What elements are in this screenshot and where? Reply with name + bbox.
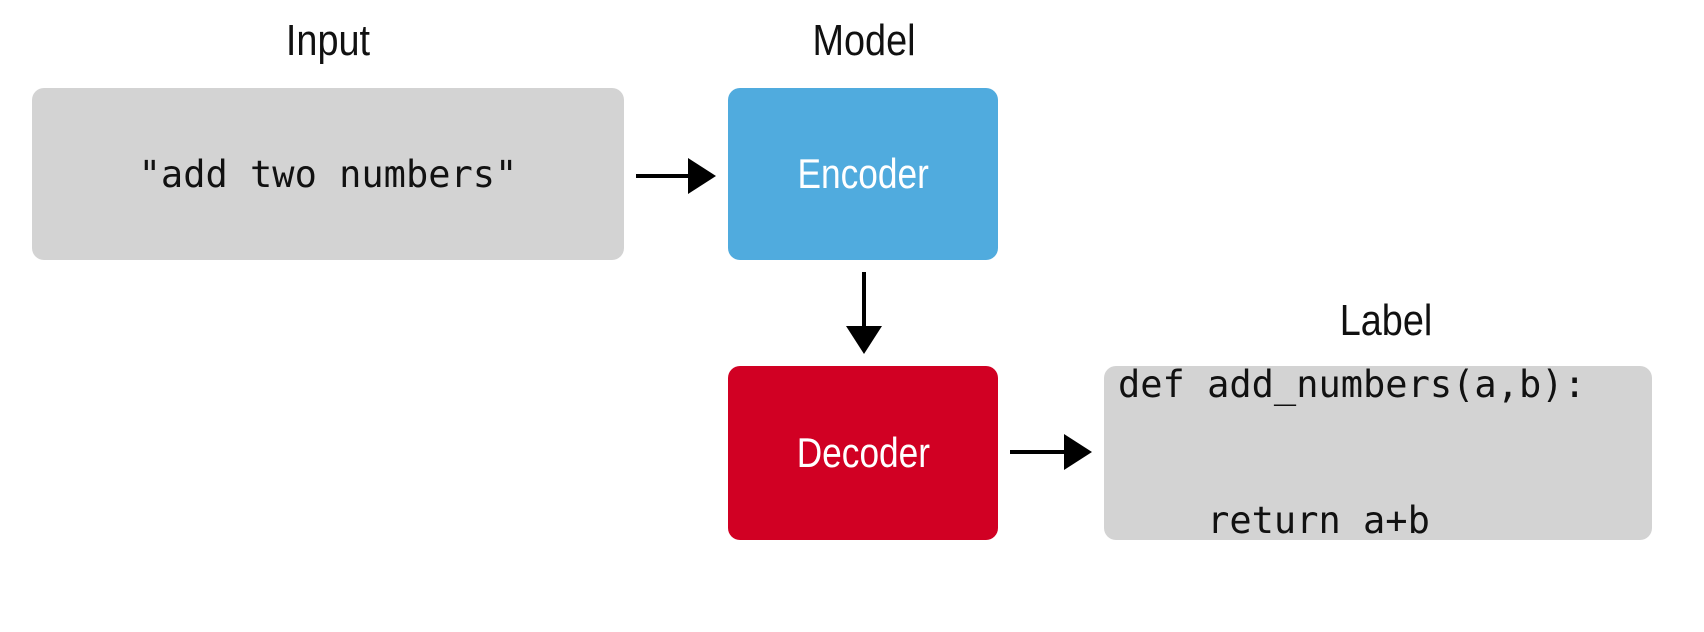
code-line-1: def add_numbers(a,b): [1118,363,1586,406]
arrow-encoder-to-decoder [846,272,882,354]
encoder-box: Encoder [728,88,998,260]
decoder-label: Decoder [796,429,930,476]
label-heading: Label [1339,296,1433,345]
arrow-input-to-encoder [636,158,716,194]
input-text: "add two numbers" [138,152,518,196]
input-box: "add two numbers" [32,88,624,260]
model-heading: Model [812,16,916,65]
label-code: def add_numbers(a,b): return a+b [1118,274,1586,632]
input-heading: Input [285,16,371,65]
decoder-box: Decoder [728,366,998,540]
label-box: def add_numbers(a,b): return a+b [1104,363,1652,542]
encoder-label: Encoder [797,150,929,197]
code-line-2: return a+b [1118,499,1430,542]
arrow-decoder-to-label [1010,434,1092,470]
